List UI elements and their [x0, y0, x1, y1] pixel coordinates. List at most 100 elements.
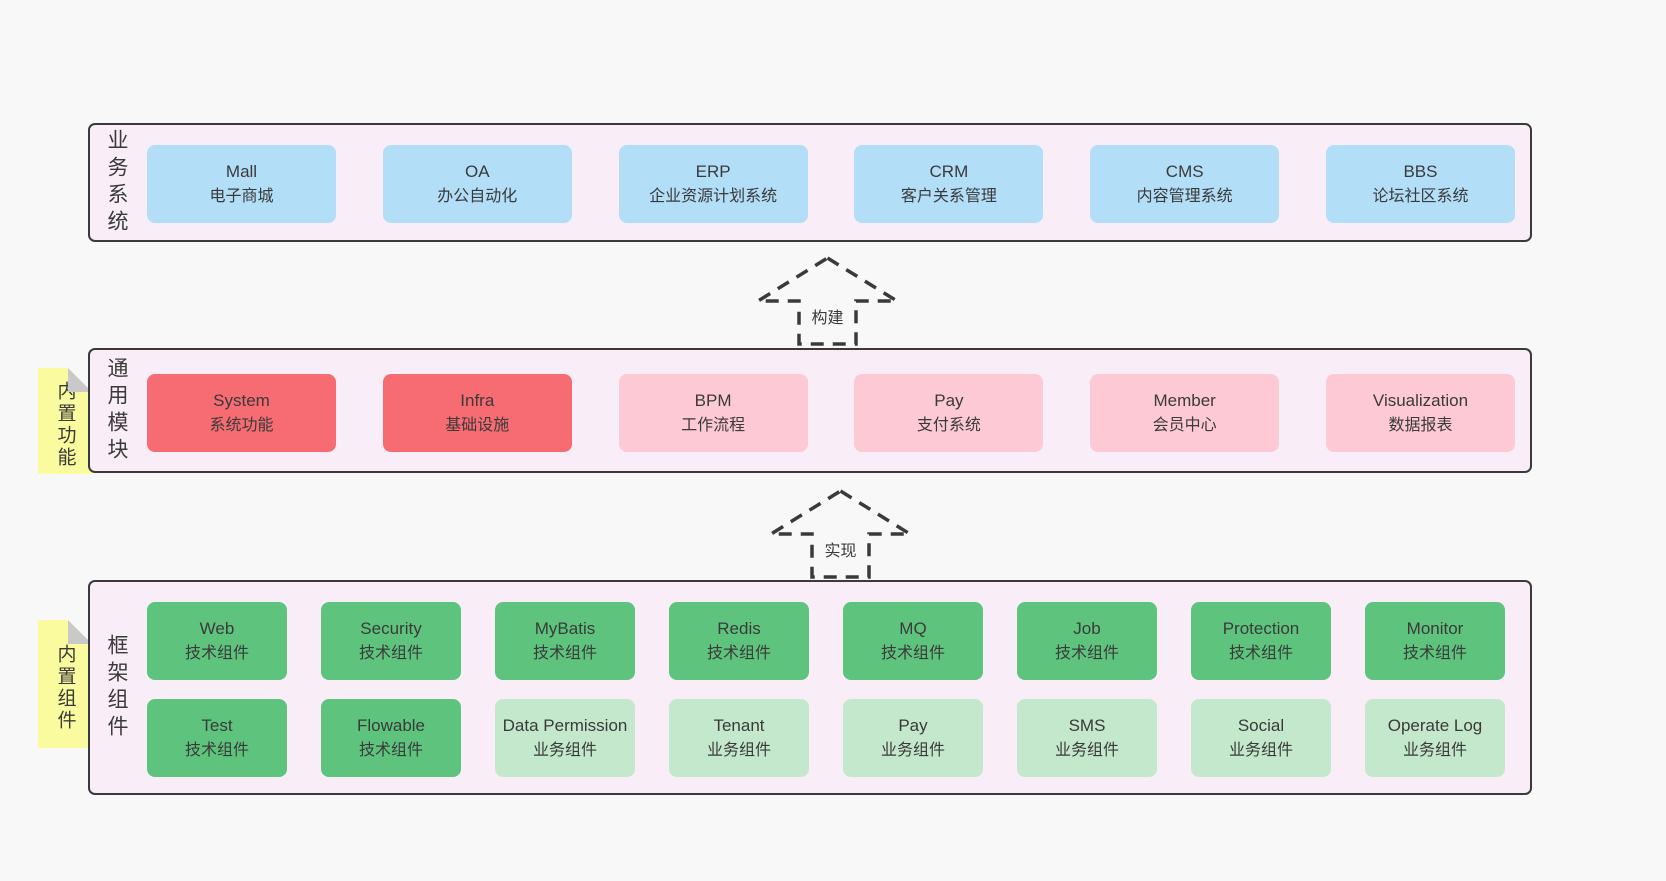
box-bpm: BPM 工作流程 [618, 374, 808, 452]
box-name: MyBatis [534, 619, 596, 639]
box-name: Mall [225, 162, 258, 182]
box-subtitle: 技术组件 [184, 644, 249, 662]
arrow-implement-icon: 实现 [768, 488, 913, 580]
sticky-note-label: 内置组件 [54, 644, 76, 732]
layer-label-business-systems: 业务系统 [105, 128, 128, 237]
box-subtitle: 系统功能 [209, 416, 274, 434]
box-name: Infra [460, 391, 495, 411]
box-operate-log: Operate Log 业务组件 [1365, 699, 1505, 777]
box-subtitle: 技术组件 [1228, 644, 1293, 662]
box-name: SMS [1068, 716, 1106, 736]
box-erp: ERP 企业资源计划系统 [618, 145, 808, 223]
box-name: Test [201, 716, 233, 736]
box-subtitle: 客户关系管理 [900, 187, 997, 205]
box-name: CRM [929, 162, 969, 182]
layer-common-modules: 通用模块 System 系统功能 Infra 基础设施 BPM 工作流程 Pay… [88, 348, 1532, 473]
box-subtitle: 技术组件 [184, 741, 249, 759]
box-system: System 系统功能 [147, 374, 336, 452]
box-name: Social [1237, 716, 1285, 736]
box-tenant: Tenant 业务组件 [669, 699, 809, 777]
box-monitor: Monitor 技术组件 [1365, 602, 1505, 680]
layer-label-common-modules: 通用模块 [105, 356, 128, 465]
box-oa: OA 办公自动化 [382, 145, 572, 223]
box-name: OA [465, 162, 490, 182]
box-name: Member [1153, 391, 1216, 411]
layer-business-systems: 业务系统 Mall 电子商城 OA 办公自动化 ERP 企业资源计划系统 CRM… [88, 123, 1532, 242]
box-member: Member 会员中心 [1090, 374, 1280, 452]
box-web: Web 技术组件 [147, 602, 287, 680]
box-pay-system: Pay 支付系统 [854, 374, 1044, 452]
box-flowable: Flowable 技术组件 [321, 699, 461, 777]
box-security: Security 技术组件 [321, 602, 461, 680]
box-name: Redis [717, 619, 761, 639]
box-subtitle: 技术组件 [532, 644, 597, 662]
box-job: Job 技术组件 [1017, 602, 1157, 680]
box-name: Web [199, 619, 235, 639]
box-mq: MQ 技术组件 [843, 602, 983, 680]
box-mybatis: MyBatis 技术组件 [495, 602, 635, 680]
common-modules-row: System 系统功能 Infra 基础设施 BPM 工作流程 Pay 支付系统… [147, 374, 1515, 452]
sticky-note-builtin-components: 内置组件 [38, 620, 92, 748]
arrow-build-icon: 构建 [755, 255, 900, 347]
box-mall: Mall 电子商城 [147, 145, 336, 223]
box-pay-component: Pay 业务组件 [843, 699, 983, 777]
box-subtitle: 业务组件 [1054, 741, 1119, 759]
box-subtitle: 技术组件 [358, 741, 423, 759]
box-name: System [213, 391, 270, 411]
box-subtitle: 会员中心 [1152, 416, 1217, 434]
box-name: BBS [1403, 162, 1438, 182]
box-name: Job [1073, 619, 1101, 639]
framework-components-grid: Web 技术组件 Security 技术组件 MyBatis 技术组件 Redi… [147, 602, 1505, 777]
sticky-note-builtin-features: 内置功能 [38, 368, 92, 474]
box-name: Protection [1222, 619, 1300, 639]
box-subtitle: 论坛社区系统 [1372, 187, 1469, 205]
box-subtitle: 业务组件 [1228, 741, 1293, 759]
box-redis: Redis 技术组件 [669, 602, 809, 680]
box-test: Test 技术组件 [147, 699, 287, 777]
layer-framework-components: 框架组件 Web 技术组件 Security 技术组件 MyBatis 技术组件… [88, 580, 1532, 795]
box-subtitle: 业务组件 [706, 741, 771, 759]
sticky-note-label: 内置功能 [54, 381, 76, 469]
arrow-build-label: 构建 [807, 302, 848, 329]
box-subtitle: 技术组件 [880, 644, 945, 662]
box-subtitle: 业务组件 [532, 741, 597, 759]
box-name: MQ [899, 619, 927, 639]
box-visualization: Visualization 数据报表 [1325, 374, 1515, 452]
box-name: BPM [694, 391, 732, 411]
box-name: Data Permission [502, 716, 628, 736]
box-name: Pay [898, 716, 928, 736]
box-crm: CRM 客户关系管理 [854, 145, 1044, 223]
dashed-up-arrow-icon [755, 255, 900, 346]
box-sms: SMS 业务组件 [1017, 699, 1157, 777]
box-subtitle: 业务组件 [1402, 741, 1467, 759]
business-systems-row: Mall 电子商城 OA 办公自动化 ERP 企业资源计划系统 CRM 客户关系… [147, 145, 1515, 223]
box-subtitle: 技术组件 [1402, 644, 1467, 662]
layer-label-framework-components: 框架组件 [105, 633, 128, 742]
box-subtitle: 技术组件 [358, 644, 423, 662]
dashed-up-arrow-icon [768, 488, 913, 579]
box-subtitle: 数据报表 [1388, 416, 1453, 434]
box-protection: Protection 技术组件 [1191, 602, 1331, 680]
box-subtitle: 业务组件 [880, 741, 945, 759]
box-name: ERP [695, 162, 731, 182]
box-name: Operate Log [1387, 716, 1483, 736]
box-cms: CMS 内容管理系统 [1090, 145, 1280, 223]
box-infra: Infra 基础设施 [382, 374, 572, 452]
box-name: Flowable [356, 716, 426, 736]
box-name: CMS [1165, 162, 1204, 182]
box-subtitle: 电子商城 [209, 187, 274, 205]
box-name: Security [360, 619, 422, 639]
box-subtitle: 支付系统 [916, 416, 981, 434]
box-subtitle: 办公自动化 [437, 187, 518, 205]
box-name: Monitor [1406, 619, 1464, 639]
box-name: Visualization [1372, 391, 1469, 411]
box-subtitle: 工作流程 [681, 416, 746, 434]
box-data-permission: Data Permission 业务组件 [495, 699, 635, 777]
box-subtitle: 企业资源计划系统 [649, 187, 778, 205]
box-subtitle: 技术组件 [706, 644, 771, 662]
box-bbs: BBS 论坛社区系统 [1325, 145, 1515, 223]
box-name: Pay [934, 391, 964, 411]
box-subtitle: 技术组件 [1054, 644, 1119, 662]
arrow-implement-label: 实现 [820, 535, 861, 562]
box-social: Social 业务组件 [1191, 699, 1331, 777]
